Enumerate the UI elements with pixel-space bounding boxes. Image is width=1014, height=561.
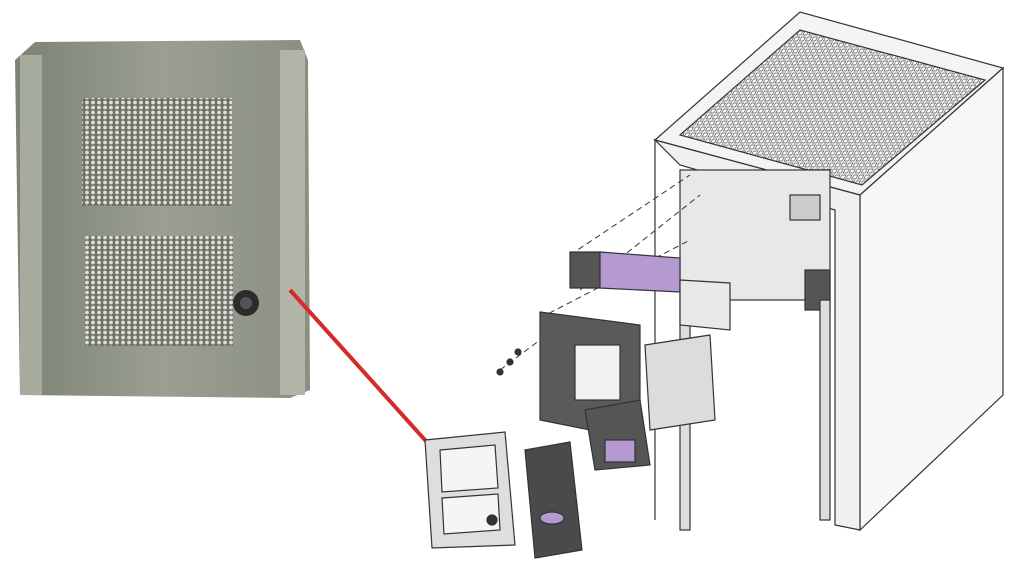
cartridge-label (604, 439, 636, 463)
small-door-window-bottom (441, 493, 501, 535)
exploded-parts (424, 251, 731, 559)
bar-end-cap (569, 251, 601, 289)
perforated-vent-top (82, 98, 232, 206)
small-door-lock-icon (486, 514, 498, 526)
backplate-window (574, 344, 621, 401)
door-right-edge (280, 50, 305, 395)
rack-rail-right (819, 299, 831, 521)
screw-icon (496, 368, 504, 376)
screw-icon (506, 358, 514, 366)
mount-plate (679, 279, 731, 331)
small-door-window-top (439, 444, 499, 493)
purple-busbar (599, 251, 681, 293)
door-hinge-edge (20, 55, 42, 395)
cover-badge (539, 511, 565, 525)
front-cover (524, 441, 583, 559)
cabinet (652, 11, 1005, 532)
module-housing (644, 334, 716, 431)
door-photo (15, 40, 310, 398)
cabinet-top-vent (678, 29, 987, 186)
perforated-vent-bottom (85, 236, 233, 346)
screw-icon (514, 348, 522, 356)
cabinet-frame (652, 138, 861, 531)
outlet-module (789, 194, 821, 221)
